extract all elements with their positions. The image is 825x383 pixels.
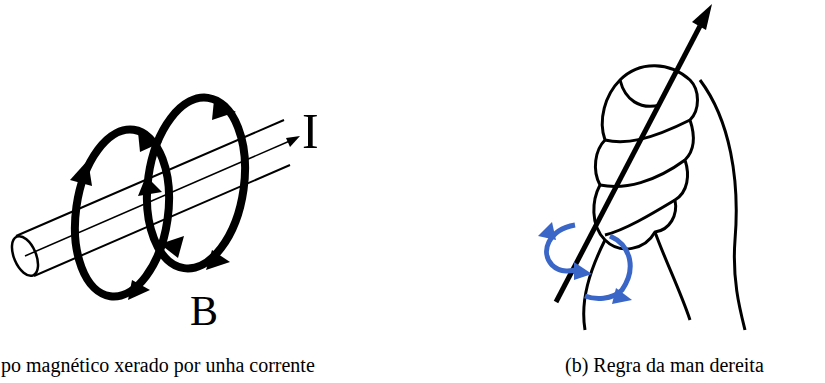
current-label: I — [302, 106, 319, 156]
rotation-arrows — [547, 225, 631, 298]
field-label: B — [190, 290, 218, 332]
field-arrowheads — [70, 100, 236, 300]
rotation-arrowheads — [538, 222, 632, 304]
thumb-arrow — [556, 4, 712, 302]
caption-b: (b) Regra da man dereita — [565, 355, 764, 375]
wire — [7, 120, 300, 280]
field-loops — [65, 91, 256, 302]
caption-a: po magnético xerado por unha corrente — [1, 355, 315, 375]
